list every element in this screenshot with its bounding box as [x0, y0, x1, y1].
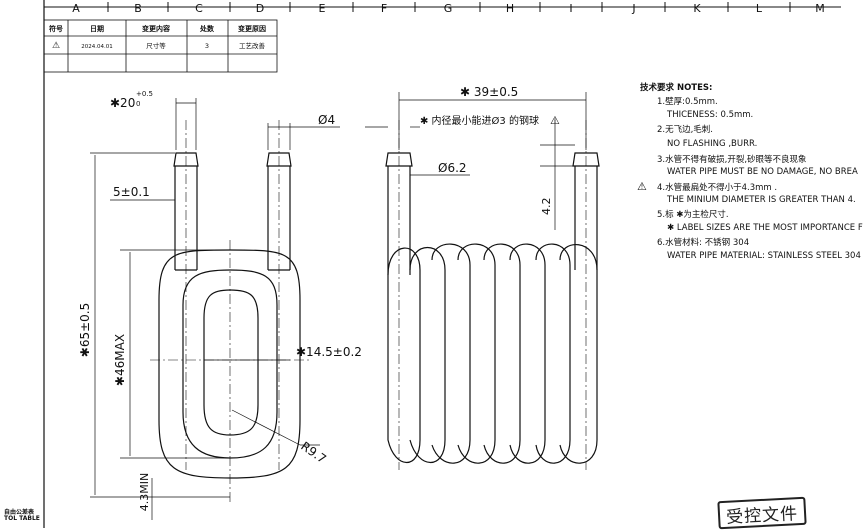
right-nozzle-top	[266, 152, 292, 167]
col-letter: J	[631, 2, 635, 15]
col-letter: A	[72, 2, 80, 15]
col-letter: B	[134, 2, 142, 15]
outer-loop	[158, 249, 301, 479]
note-1-en: THICENESS: 0.5mm.	[667, 110, 754, 120]
warning-icon: ⚠	[550, 114, 560, 127]
rev-header: 日期	[90, 24, 104, 33]
dim-min-height: 4.3MIN	[138, 473, 151, 511]
side-dimension-labels: ✱ 39±0.5 ✱ 内径最小能进Ø3 的钢球 ⚠ Ø6.2 4.2	[420, 85, 560, 215]
front-dimension-labels: ✱20 +0.5 0 Ø4 5±0.1 ✱65±0.5 ✱46MAX ✱14.5…	[78, 90, 362, 511]
side-centerlines	[398, 120, 587, 470]
rev-count: 3	[205, 42, 209, 50]
note-6-cn: 6.水管材料: 不锈钢 304	[657, 238, 750, 248]
dim-top-width-lower: 0	[136, 100, 140, 108]
note-warning-icon: ⚠	[637, 180, 647, 193]
coil-turns	[387, 243, 598, 464]
dim-offset-4-2: 4.2	[540, 198, 553, 216]
front-centerlines	[150, 120, 310, 505]
rev-reason: 工艺改善	[239, 41, 266, 50]
col-letter: G	[444, 2, 453, 15]
dim-radius: R9.7	[298, 439, 328, 466]
rev-header: 符号	[49, 24, 63, 33]
col-letter: E	[319, 2, 326, 15]
dim-pipe-diameter: Ø4	[318, 113, 335, 127]
drawing-sheet: A B C D E F G H I J K L M 符号 日期 变更内容 处数 …	[4, 0, 863, 530]
ball-note: ✱ 内径最小能进Ø3 的钢球	[420, 114, 539, 127]
column-letters: A B C D E F G H I J K L M	[72, 2, 825, 15]
rev-header: 变更原因	[238, 24, 266, 33]
dim-length-5: 5±0.1	[113, 185, 150, 199]
rev-header: 变更内容	[142, 24, 170, 33]
table-row: ⚠ 2024.04.01 尺寸等 3 工艺改善	[52, 41, 266, 51]
revision-table: 符号 日期 变更内容 处数 变更原因 ⚠ 2024.04.01 尺寸等 3 工艺…	[43, 19, 278, 73]
rev-header: 处数	[199, 24, 215, 33]
dim-total-height: ✱65±0.5	[78, 303, 92, 357]
left-nozzle-top	[173, 152, 199, 167]
front-view	[158, 152, 301, 479]
front-dimension-lines	[90, 98, 340, 520]
side-view	[385, 152, 600, 464]
technical-drawing: A B C D E F G H I J K L M 符号 日期 变更内容 处数 …	[43, 0, 841, 528]
note-2-cn: 2.无飞边,毛刺.	[657, 125, 714, 135]
column-ticks	[107, 2, 791, 12]
controlled-document-stamp: 受控文件	[717, 496, 807, 530]
tolerance-label-en: TOL TABLE	[4, 515, 40, 522]
note-4-en: THE MINIUM DIAMETER IS GREATER THAN 4.	[667, 195, 856, 205]
dim-coil-width: ✱ 39±0.5	[460, 85, 518, 99]
rev-symbol: ⚠	[52, 41, 60, 51]
rev-content: 尺寸等	[146, 41, 166, 50]
note-4-cn: 4.水管最扁处不得小于4.3mm .	[657, 183, 778, 193]
side-dimension-lines	[365, 92, 587, 230]
tolerance-label-cn: 自由公差表	[4, 509, 35, 516]
note-3-cn: 3.水管不得有破损,开裂,砂眼等不良现象	[657, 155, 807, 165]
col-letter: D	[256, 2, 264, 15]
note-3-en: WATER PIPE MUST BE NO DAMAGE, NO BREA	[667, 167, 858, 177]
dim-outer-diameter: Ø6.2	[438, 161, 467, 175]
col-letter: H	[506, 2, 514, 15]
note-5-en: ✱ LABEL SIZES ARE THE MOST IMPORTANCE F	[667, 223, 863, 233]
note-6-en: WATER PIPE MATERIAL: STAINLESS STEEL 304	[667, 251, 861, 261]
col-letter: C	[195, 2, 203, 15]
note-2-en: NO FLASHING ,BURR.	[667, 139, 758, 149]
note-1-cn: 1.壁厚:0.5mm.	[657, 97, 718, 107]
col-letter: K	[693, 2, 701, 15]
dim-width-14-5: ✱14.5±0.2	[296, 345, 362, 359]
inner-slot	[203, 289, 259, 436]
col-letter: L	[756, 2, 763, 15]
dim-top-width: ✱20	[110, 96, 135, 110]
dim-top-width-upper: +0.5	[136, 90, 153, 98]
inner-loop	[182, 269, 278, 459]
dim-inner-height: ✱46MAX	[113, 334, 127, 386]
rev-date: 2024.04.01	[81, 44, 113, 50]
col-letter: M	[815, 2, 825, 15]
col-letter: I	[569, 2, 572, 15]
notes-title: 技术要求 NOTES:	[640, 83, 713, 93]
col-letter: F	[381, 2, 387, 15]
note-5-cn: 5.标 ✱为主检尺寸.	[657, 210, 729, 220]
